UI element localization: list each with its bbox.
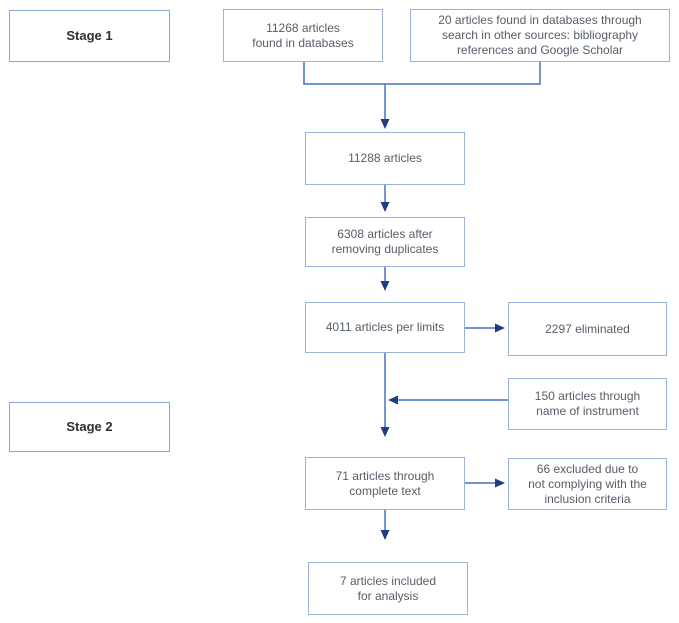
node-excluded-inclusion-criteria: 66 excluded due to not complying with th… — [508, 458, 667, 510]
node-combined-articles: 11288 articles — [305, 132, 465, 185]
node-stage-2: Stage 2 — [9, 402, 170, 452]
node-through-instrument-name-label: 150 articles through name of instrument — [534, 389, 641, 418]
node-stage-1: Stage 1 — [9, 10, 170, 62]
node-articles-per-limits-label: 4011 articles per limits — [325, 320, 445, 334]
node-combined-articles-label: 11288 articles — [348, 151, 422, 165]
node-after-removing-duplicates-label: 6308 articles after removing duplicates — [331, 227, 439, 256]
node-through-instrument-name: 150 articles through name of instrument — [508, 378, 667, 430]
node-through-complete-text: 71 articles through complete text — [305, 457, 465, 510]
node-eliminated-label: 2297 eliminated — [545, 321, 630, 336]
node-through-complete-text-label: 71 articles through complete text — [335, 468, 435, 498]
node-stage-2-label: Stage 2 — [66, 418, 113, 434]
node-articles-found-in-databases-label: 11268 articles found in databases — [252, 20, 354, 50]
connector-merge-sources — [303, 62, 541, 85]
node-included-for-analysis: 7 articles included for analysis — [308, 562, 468, 615]
node-articles-other-sources: 20 articles found in databases through s… — [410, 9, 670, 62]
node-articles-per-limits: 4011 articles per limits — [305, 302, 465, 353]
node-eliminated: 2297 eliminated — [508, 302, 667, 356]
node-included-for-analysis-label: 7 articles included for analysis — [339, 573, 437, 603]
node-articles-other-sources-label: 20 articles found in databases through s… — [438, 13, 642, 57]
node-stage-1-label: Stage 1 — [66, 27, 113, 43]
node-excluded-inclusion-criteria-label: 66 excluded due to not complying with th… — [528, 461, 647, 506]
node-after-removing-duplicates: 6308 articles after removing duplicates — [305, 217, 465, 267]
node-articles-found-in-databases: 11268 articles found in databases — [223, 9, 383, 62]
